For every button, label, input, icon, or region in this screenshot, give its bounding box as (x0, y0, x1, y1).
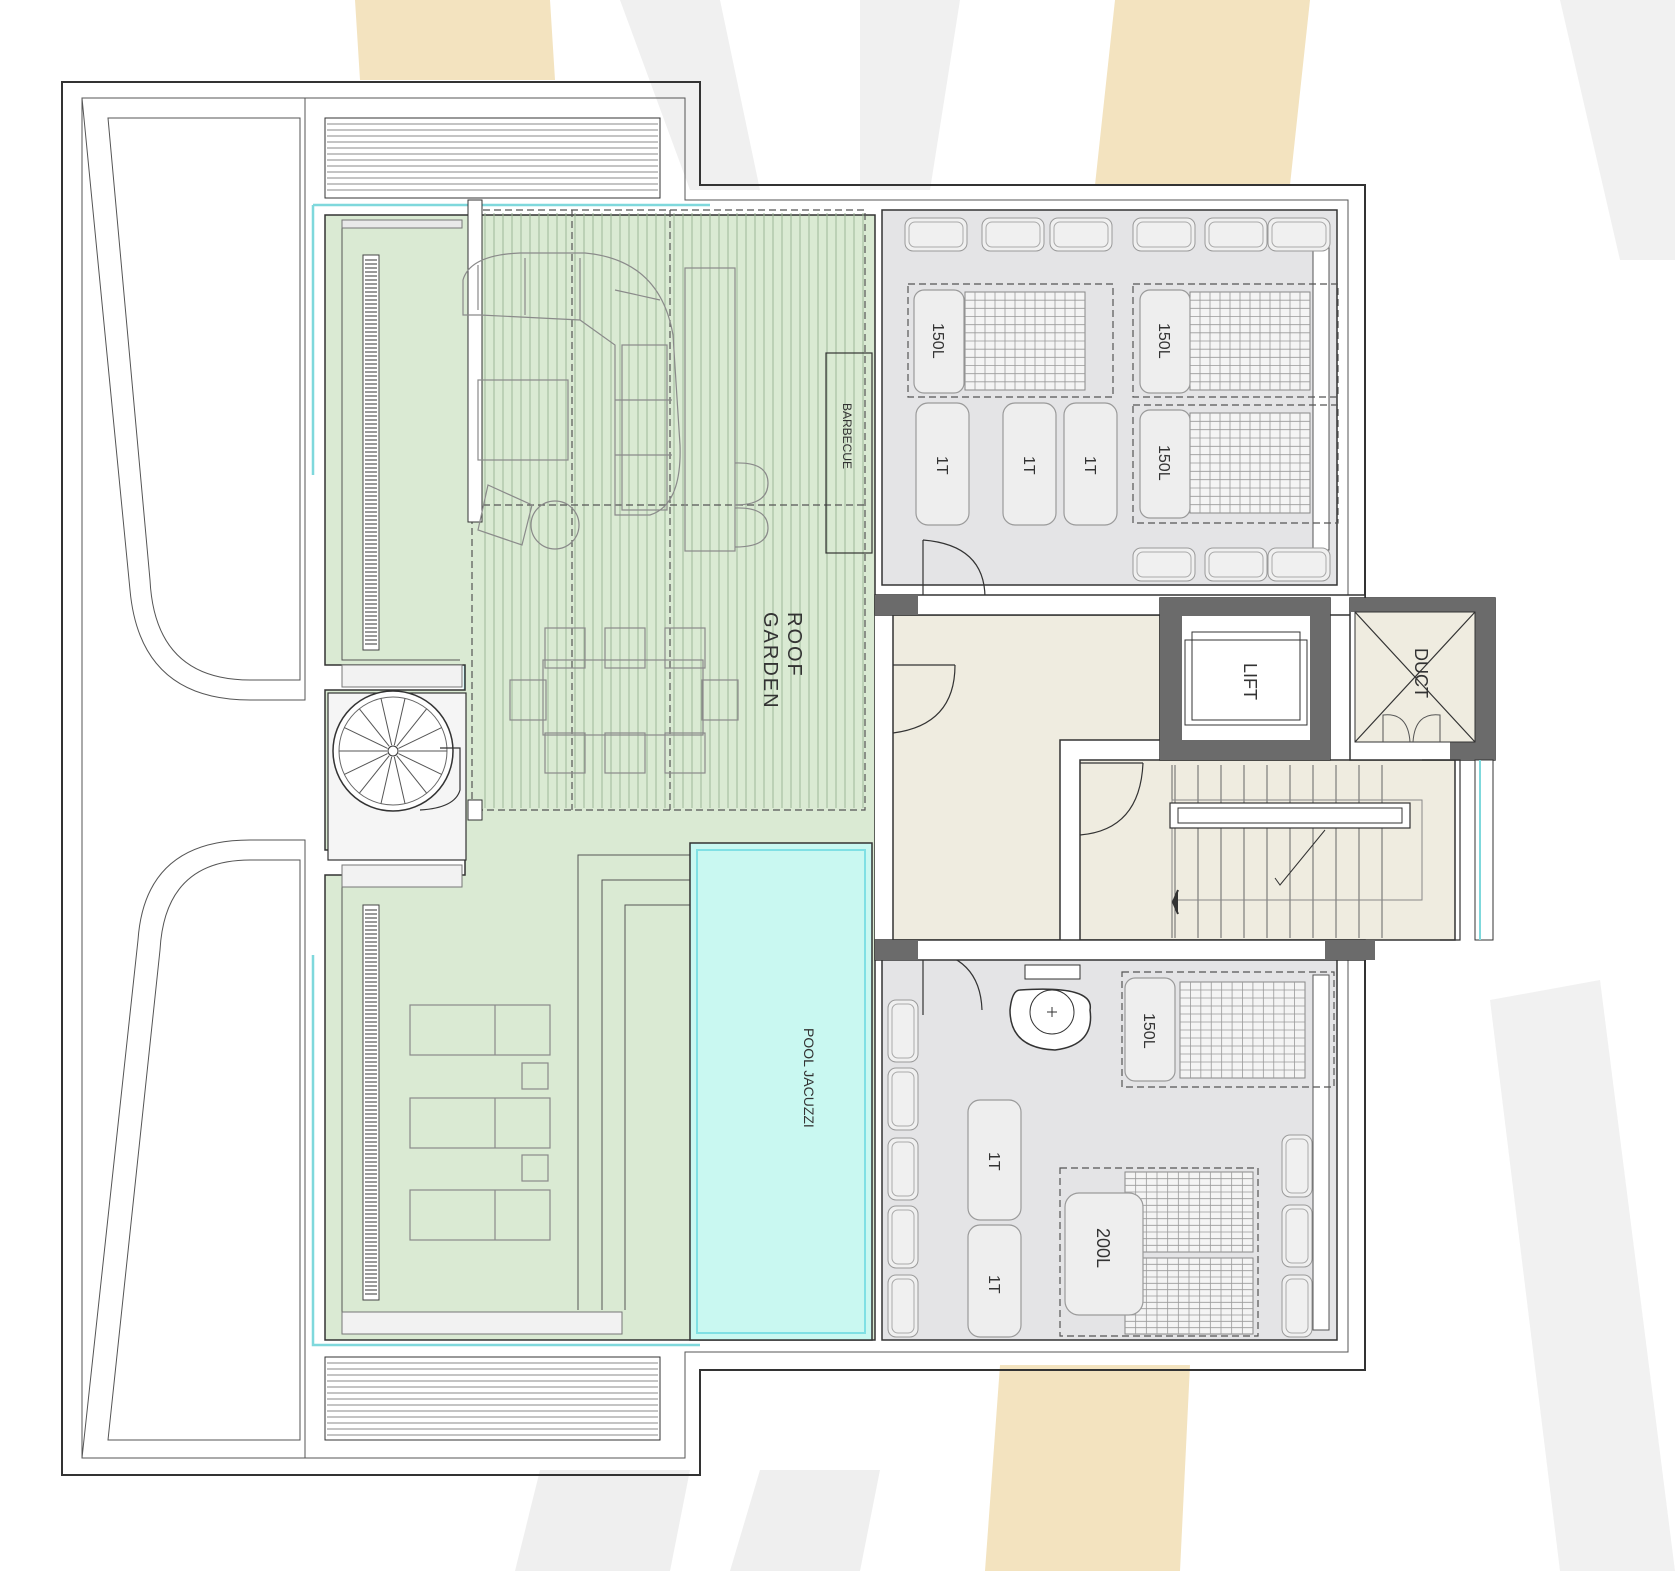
pump-fixture-icon (1009, 964, 1092, 1051)
lift-shaft: LIFT (1159, 597, 1331, 761)
tank-200l-south: 200L (1093, 1228, 1113, 1268)
slat-strip-top (324, 117, 661, 199)
dining-set (509, 627, 739, 774)
bar-counter (684, 267, 769, 552)
stair-arrow-icon (1171, 889, 1179, 915)
tank-1t-south-2: 1T (985, 1275, 1002, 1294)
door-swing-icon (1079, 762, 1144, 836)
pool-steps (577, 854, 690, 1310)
tank-1t-north-2: 1T (1020, 456, 1037, 475)
slat-strip-bottom (324, 1356, 661, 1441)
roof-garden-label-line1: ROOF (783, 612, 805, 678)
spiral-stair-icon (327, 690, 467, 861)
staircase (1169, 759, 1494, 941)
pool-jacuzzi: POOL JACUZZI (689, 842, 873, 1341)
door-swing-icon (892, 664, 956, 734)
tank-1t-south-1: 1T (985, 1152, 1002, 1171)
duct-shaft: DUCT (1349, 597, 1496, 761)
pergola (467, 199, 866, 821)
background-bands (355, 0, 1675, 1571)
pool-label: POOL JACUZZI (801, 1028, 817, 1128)
tank-1t-north-3: 1T (1081, 456, 1098, 475)
sun-loungers (409, 1004, 551, 1241)
tank-room-south: 150L 1T 1T 200L (881, 949, 1338, 1341)
roof-garden-label-line2: GARDEN (759, 612, 781, 710)
left-balconies (81, 97, 306, 1459)
door-swing-icon (922, 539, 986, 599)
tank-150l-north-2: 150L (1155, 323, 1172, 359)
lounge-sofa (462, 252, 681, 550)
barbecue-label: BARBECUE (840, 403, 854, 469)
barbecue: BARBECUE (825, 352, 873, 554)
tank-150l-north-1: 150L (929, 323, 946, 359)
tank-1t-north-1: 1T (933, 456, 950, 475)
roof-garden-label: ROOF GARDEN (759, 612, 805, 710)
lift-label: LIFT (1240, 663, 1260, 700)
tank-150l-north-3: 150L (1155, 445, 1172, 481)
duct-cross-icon (1354, 611, 1476, 743)
duct-label: DUCT (1411, 648, 1431, 698)
tank-150l-south: 150L (1140, 1013, 1157, 1049)
tank-room-north: 150L 150L 150L 1T 1T 1T (881, 209, 1339, 599)
